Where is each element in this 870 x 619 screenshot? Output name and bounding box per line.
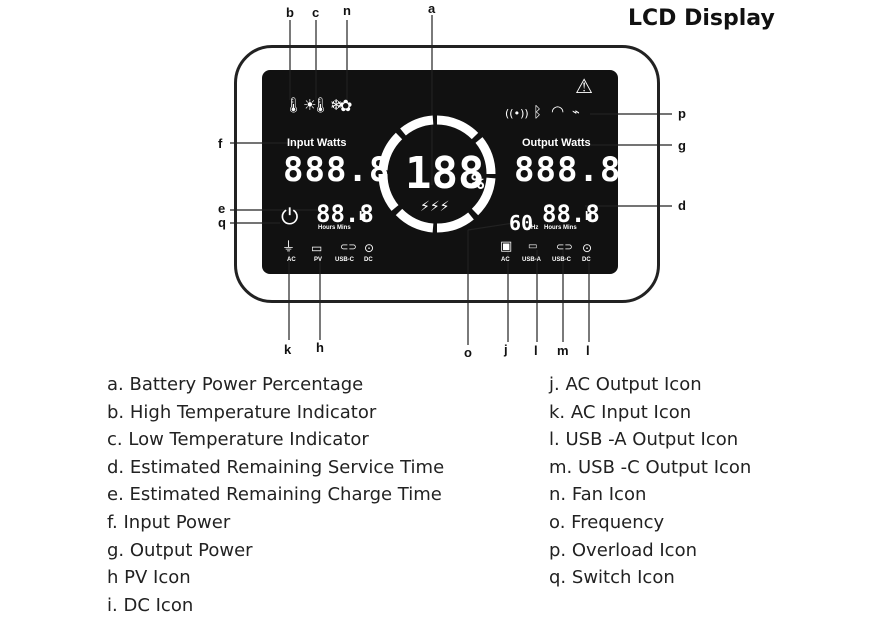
- ring-segment: [471, 177, 496, 216]
- legend-left: a. Battery Power Percentage b. High Temp…: [107, 371, 444, 619]
- thermometer-snowflake-icon: 🌡❄: [311, 96, 343, 114]
- callout-m: m: [557, 343, 569, 358]
- output-power-value: 888.8: [514, 150, 622, 190]
- ac-output-label: AC: [501, 257, 510, 263]
- callout-q: q: [218, 215, 226, 230]
- output-watts-label: Output Watts: [522, 137, 591, 149]
- wifi-icon: ◠: [551, 102, 565, 120]
- callout-l-dc: l: [586, 343, 590, 358]
- legend-item: o. Frequency: [549, 511, 665, 533]
- battery-percentage-value: 188: [405, 148, 485, 199]
- usb-c-output-label: USB-C: [552, 257, 571, 263]
- diagram-title: LCD Display: [628, 6, 775, 31]
- legend-item: m. USB -C Output Icon: [549, 456, 752, 478]
- pv-icon: ▭: [311, 241, 323, 255]
- callout-e: e: [218, 201, 226, 216]
- power-icon: ⏻: [281, 205, 299, 230]
- lcd-screen: [262, 70, 618, 274]
- legend-item: g. Output Power: [107, 539, 253, 561]
- dc-input-icon: ⊙: [364, 241, 375, 255]
- ring-segment: [395, 208, 434, 233]
- callout-b: b: [286, 5, 294, 20]
- legend-item: c. Low Temperature Indicator: [107, 429, 369, 451]
- callout-n: n: [343, 3, 351, 18]
- legend-item: j. AC Output Icon: [549, 374, 702, 395]
- dc-input-label: DC: [364, 257, 373, 263]
- callout-k: k: [284, 342, 292, 357]
- callout-f: f: [218, 136, 223, 151]
- bluetooth-icon: ᛒ: [533, 103, 543, 121]
- frequency-value: 60: [509, 211, 534, 235]
- ring-segment: [378, 173, 399, 211]
- legend-right: j. AC Output Icon k. AC Input Icon l. US…: [549, 371, 751, 592]
- legend-item: l. USB -A Output Icon: [549, 429, 739, 451]
- lightning-icon: ⚡⚡⚡: [420, 199, 450, 215]
- callout-g: g: [678, 138, 686, 153]
- callout-p: p: [678, 106, 686, 121]
- callout-h: h: [316, 340, 324, 355]
- legend-item: p. Overload Icon: [549, 539, 698, 561]
- callout-l-usb-a: l: [534, 343, 538, 358]
- callout-a: a: [428, 1, 436, 16]
- charge-hours-mins-label: Hours Mins: [318, 225, 351, 231]
- callout-c: c: [312, 5, 320, 20]
- ac-input-label: AC: [287, 257, 296, 263]
- service-time-value: 88.8: [542, 200, 600, 228]
- fan-icon: ✿: [339, 96, 353, 115]
- legend-item: h PV Icon: [107, 567, 191, 589]
- ac-output-icon: ▣: [500, 239, 513, 254]
- usb-c-output-icon: ⊂⊃: [556, 242, 573, 253]
- ring-segment: [475, 137, 496, 175]
- legend-item: f. Input Power: [107, 511, 231, 533]
- battery-ring: [378, 115, 496, 233]
- callout-o: o: [464, 345, 472, 360]
- usb-c-input-icon: ⊂⊃: [340, 242, 357, 253]
- legend-item: d. Estimated Remaining Service Time: [107, 456, 445, 478]
- input-watts-label: Input Watts: [287, 137, 347, 149]
- legend-item: q. Switch Icon: [549, 567, 675, 589]
- ring-segment: [436, 115, 479, 140]
- overload-icon: ⌁: [572, 105, 580, 120]
- usb-a-output-icon: ▭: [528, 241, 538, 252]
- ring-segment: [436, 212, 474, 233]
- callout-d: d: [678, 198, 686, 213]
- charge-time-value: 88.8: [316, 200, 374, 228]
- legend-item: n. Fan Icon: [549, 484, 647, 506]
- service-time-unit: H: [585, 209, 593, 223]
- signal-icon: ((•)): [505, 107, 529, 120]
- legend-item: e. Estimated Remaining Charge Time: [107, 484, 442, 506]
- legend-item: i. DC Icon: [107, 594, 194, 616]
- legend-item: a. Battery Power Percentage: [107, 374, 364, 395]
- warning-triangle-icon: ⚠: [575, 74, 593, 98]
- usb-c-input-label: USB-C: [335, 257, 354, 263]
- pv-label: PV: [314, 257, 323, 263]
- ring-segment: [378, 132, 403, 171]
- legend-item: k. AC Input Icon: [549, 401, 692, 423]
- dc-output-label: DC: [582, 257, 591, 263]
- ac-input-icon: ⏚: [282, 240, 296, 255]
- charge-time-unit: H: [359, 209, 367, 223]
- frequency-unit: Hz: [531, 225, 539, 231]
- legend-item: b. High Temperature Indicator: [107, 401, 377, 423]
- thermometer-sun-icon: 🌡☀: [284, 96, 317, 114]
- input-power-value: 888.8: [283, 150, 391, 190]
- ring-segment: [400, 115, 434, 136]
- service-hours-mins-label: Hours Mins: [544, 225, 577, 231]
- callout-j: j: [504, 342, 508, 357]
- battery-percent-unit: %: [471, 170, 485, 195]
- usb-a-output-label: USB-A: [522, 257, 541, 263]
- dc-output-icon: ⊙: [582, 241, 593, 255]
